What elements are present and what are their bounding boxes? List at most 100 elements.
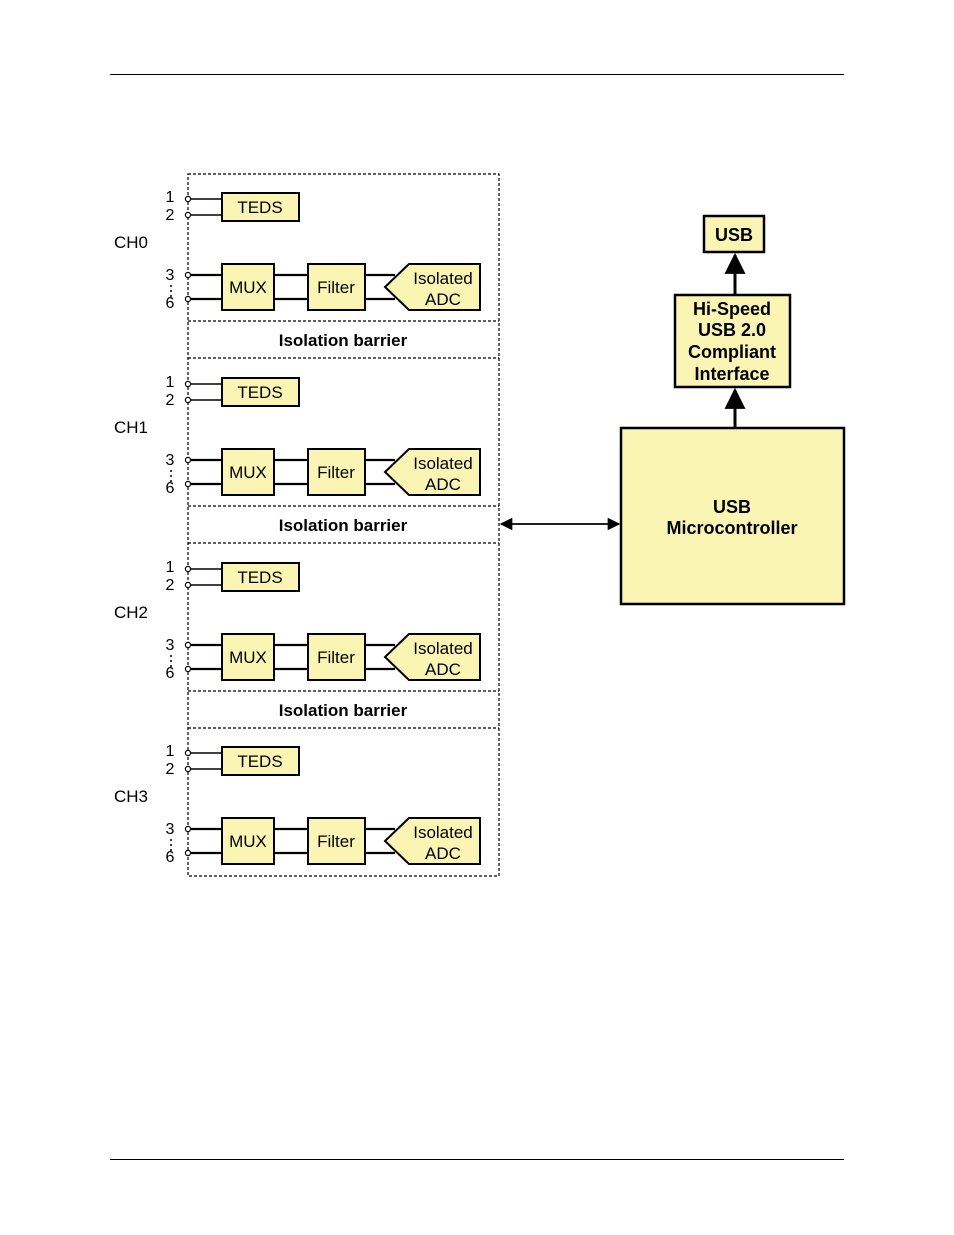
terminal [184, 565, 192, 573]
mux-box [221, 448, 275, 496]
filter-label: Filter [317, 278, 355, 297]
pin-number: 3 [166, 452, 175, 469]
terminal [184, 581, 192, 589]
pin-number: 1 [166, 189, 175, 206]
footer-rule [110, 1159, 844, 1160]
isolated-adc-box [383, 817, 481, 865]
channel-label: CH0 [114, 233, 148, 252]
adc-label-line-1: Isolated [413, 823, 473, 842]
teds-box [221, 192, 300, 222]
terminal [184, 271, 192, 279]
isolated-adc-box [383, 633, 481, 681]
pin-ellipsis-dot [170, 660, 172, 662]
terminal [184, 456, 192, 464]
terminal [184, 211, 192, 219]
pin-ellipsis-dot [170, 285, 172, 287]
usb-interface-line-1: Hi-Speed [693, 299, 771, 319]
mux-label: MUX [229, 648, 267, 667]
pin-ellipsis-dot [170, 844, 172, 846]
mux-box [221, 633, 275, 681]
pin-number: 2 [166, 577, 175, 594]
usb-interface-line-2: USB 2.0 [698, 320, 766, 340]
pin-number: 2 [166, 207, 175, 224]
isolated-adc-box [383, 448, 481, 496]
channel-label: CH2 [114, 603, 148, 622]
pin-ellipsis-dot [170, 655, 172, 657]
adc-label-line-2: ADC [425, 844, 461, 863]
pin-ellipsis-dot [170, 295, 172, 297]
adc-label-line-1: Isolated [413, 639, 473, 658]
isolation-barrier: Isolation barrier [188, 320, 499, 359]
isolation-barrier-label: Isolation barrier [279, 701, 408, 720]
pin-ellipsis-dot [170, 480, 172, 482]
adc-label-line-2: ADC [425, 475, 461, 494]
isolation-barrier: Isolation barrier [188, 690, 499, 729]
pin-number: 2 [166, 761, 175, 778]
pin-ellipsis-dot [170, 849, 172, 851]
microcontroller-line-1: USB [713, 497, 751, 517]
teds-box [221, 562, 300, 592]
terminal [184, 480, 192, 488]
usb-interface-line-4: Interface [694, 364, 769, 384]
channel-label: CH3 [114, 787, 148, 806]
pin-number: 6 [166, 849, 175, 866]
adc-label-line-2: ADC [425, 290, 461, 309]
isolation-barrier-label: Isolation barrier [279, 331, 408, 350]
teds-label: TEDS [237, 383, 282, 402]
adc-label-line-1: Isolated [413, 454, 473, 473]
terminal [184, 849, 192, 857]
adc-label-line-2: ADC [425, 660, 461, 679]
filter-box [307, 633, 366, 681]
teds-label: TEDS [237, 198, 282, 217]
adc-label-line-1: Isolated [413, 269, 473, 288]
filter-label: Filter [317, 832, 355, 851]
pin-number: 1 [166, 559, 175, 576]
usb-port-block: USB [702, 214, 766, 254]
teds-box [221, 377, 300, 407]
pin-ellipsis-dot [170, 470, 172, 472]
pin-ellipsis-dot [170, 290, 172, 292]
mux-label: MUX [229, 463, 267, 482]
pin-number: 1 [166, 743, 175, 760]
filter-label: Filter [317, 648, 355, 667]
usb-microcontroller-block: USB Microcontroller [619, 426, 846, 606]
pin-ellipsis-dot [170, 475, 172, 477]
pin-number: 1 [166, 374, 175, 391]
channel-label: CH1 [114, 418, 148, 437]
terminal [184, 641, 192, 649]
teds-label: TEDS [237, 568, 282, 587]
pin-ellipsis-dot [170, 839, 172, 841]
mux-label: MUX [229, 832, 267, 851]
terminal [184, 380, 192, 388]
filter-box [307, 817, 366, 865]
isolation-barrier: Isolation barrier [188, 505, 499, 544]
teds-box [221, 746, 300, 776]
pin-number: 3 [166, 637, 175, 654]
isolated-adc-box [383, 263, 481, 311]
usb-interface-line-3: Compliant [688, 342, 776, 362]
mux-box [221, 263, 275, 311]
pin-number: 2 [166, 392, 175, 409]
microcontroller-line-2: Microcontroller [666, 518, 797, 538]
terminal [184, 749, 192, 757]
isolated-channels-enclosure [187, 173, 500, 877]
mux-box [221, 817, 275, 865]
header-rule [110, 74, 844, 75]
usb-port-label: USB [715, 225, 753, 245]
mux-label: MUX [229, 278, 267, 297]
pin-number: 3 [166, 821, 175, 838]
filter-box [307, 263, 366, 311]
filter-box [307, 448, 366, 496]
isolation-barrier-label: Isolation barrier [279, 516, 408, 535]
pin-number: 6 [166, 295, 175, 312]
pin-number: 6 [166, 665, 175, 682]
terminal [184, 195, 192, 203]
filter-label: Filter [317, 463, 355, 482]
terminal [184, 765, 192, 773]
